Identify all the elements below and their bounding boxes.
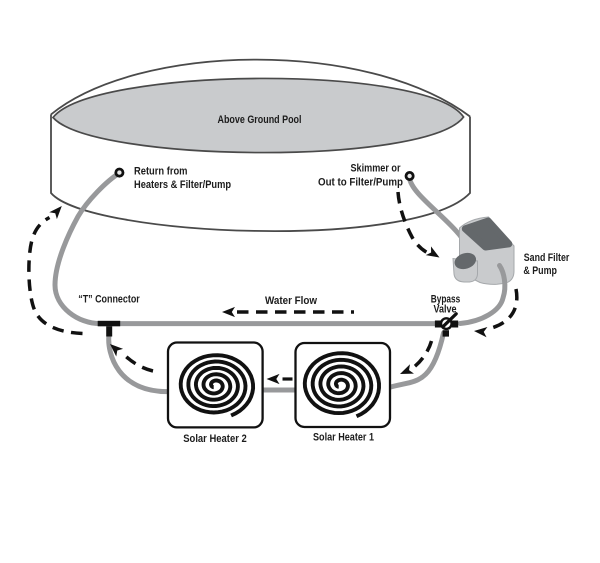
svg-text:Bypass: Bypass xyxy=(431,294,461,306)
svg-text:& Pump: & Pump xyxy=(523,265,557,277)
svg-text:Valve: Valve xyxy=(434,304,457,316)
svg-text:Skimmer or: Skimmer or xyxy=(351,163,402,175)
svg-text:Above Ground Pool: Above Ground Pool xyxy=(218,114,302,126)
svg-text:Heaters & Filter/Pump: Heaters & Filter/Pump xyxy=(134,179,231,191)
svg-text:Solar Heater 1: Solar Heater 1 xyxy=(313,432,374,444)
svg-text:Water Flow: Water Flow xyxy=(265,295,317,307)
svg-text:Sand Filter: Sand Filter xyxy=(524,252,570,264)
svg-text:Out to Filter/Pump: Out to Filter/Pump xyxy=(318,177,403,189)
svg-text:“T” Connector: “T” Connector xyxy=(78,294,140,306)
svg-text:Solar Heater 2: Solar Heater 2 xyxy=(183,433,247,445)
svg-text:Return from: Return from xyxy=(134,166,188,178)
